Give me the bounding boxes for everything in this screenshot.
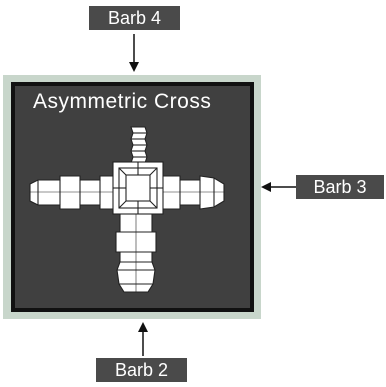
callout-barb-4: Barb 4: [89, 6, 180, 30]
cross-fitting: [29, 126, 225, 293]
central-hub: [112, 161, 164, 215]
barb-right: [161, 175, 225, 210]
barb-bottom: [115, 211, 157, 293]
barb-top: [130, 126, 148, 164]
panel-title: Asymmetric Cross: [33, 90, 212, 113]
callout-barb-2: Barb 2: [96, 358, 187, 382]
barb-left: [29, 175, 116, 210]
callout-barb-3: Barb 3: [296, 175, 384, 199]
